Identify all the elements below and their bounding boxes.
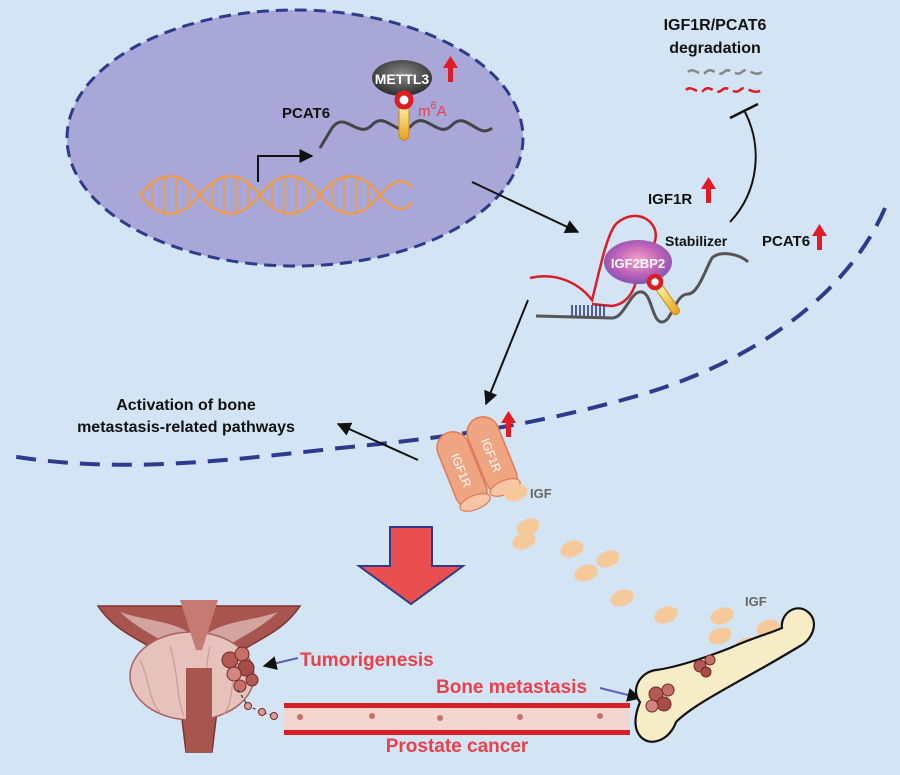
tumor-cluster-bone xyxy=(645,654,716,713)
prostate-gland-icon xyxy=(96,600,302,753)
igf2bp2-label: IGF2BP2 xyxy=(611,256,665,271)
igf1r-receptor-right: IGF1R xyxy=(466,415,521,497)
up-arrow-icon xyxy=(701,177,716,203)
bone-metastasis-label: Bone metastasis xyxy=(436,677,587,698)
igf-ligand xyxy=(504,484,528,502)
pcat6-rna-nucleus xyxy=(318,119,493,149)
igf2bp2-m6a-site xyxy=(646,273,664,291)
igf-bone-label: IGF xyxy=(745,594,767,609)
pcat6-cytoplasm-label: PCAT6 xyxy=(762,233,810,250)
blood-vessel-icon xyxy=(284,703,630,735)
activation-arrow xyxy=(336,422,419,461)
igf-ligand xyxy=(610,589,634,607)
igf2bp2-reader xyxy=(604,240,672,284)
igf-ligand xyxy=(654,606,678,624)
export-arrow xyxy=(471,181,580,233)
degraded-rna-grey xyxy=(687,69,763,75)
degraded-rna-red xyxy=(685,87,763,93)
igf-ligands xyxy=(504,484,780,655)
tumorigenesis-label: Tumorigenesis xyxy=(300,650,434,671)
nucleus xyxy=(65,8,525,268)
igf-ligand xyxy=(708,627,732,645)
activation-line2: metastasis-related pathways xyxy=(77,419,295,436)
stabilizer-label: Stabilizer xyxy=(665,233,728,249)
degradation-title-line2: degradation xyxy=(669,40,761,57)
metastasis-trail xyxy=(237,689,275,717)
degradation-title-line1: IGF1R/PCAT6 xyxy=(664,17,767,34)
inhibition-bar xyxy=(729,102,759,120)
up-arrow-icon xyxy=(501,411,516,437)
igf1r-receptor-left: IGF1R xyxy=(436,430,491,512)
up-arrow-icon xyxy=(443,56,458,82)
m6a-site xyxy=(394,90,414,110)
transcription-arrow xyxy=(257,149,314,182)
bone-metastasis-pointer xyxy=(599,687,642,702)
activation-line1: Activation of bone xyxy=(116,397,256,414)
igf-ligand xyxy=(574,564,598,582)
mettl3-label: METTL3 xyxy=(375,71,430,87)
up-arrow-icon xyxy=(812,224,827,250)
igf-ligand xyxy=(560,540,584,558)
igf-ligand xyxy=(516,518,540,536)
igf-ligand xyxy=(512,532,536,550)
tumorigenesis-pointer xyxy=(262,656,299,670)
translation-arrow xyxy=(484,299,529,406)
dna-helix-icon xyxy=(139,175,413,215)
rna-duplex xyxy=(571,305,605,317)
pcat6-nucleus-label: PCAT6 xyxy=(282,105,330,122)
igf1r-cytoplasm-label: IGF1R xyxy=(648,191,692,208)
big-down-arrow xyxy=(355,526,467,606)
prostate-cancer-label: Prostate cancer xyxy=(386,736,529,757)
igf-ligand xyxy=(596,550,620,568)
mettl3-enzyme xyxy=(372,60,432,96)
m6a-label: m6A xyxy=(418,100,447,120)
bone-icon xyxy=(634,607,816,743)
tumor-cluster-prostate xyxy=(221,646,259,693)
igf-receptor-label: IGF xyxy=(530,486,552,501)
inhibition-line xyxy=(729,111,757,223)
igf1r-mrna xyxy=(529,214,658,308)
igf-ligand xyxy=(710,607,734,625)
